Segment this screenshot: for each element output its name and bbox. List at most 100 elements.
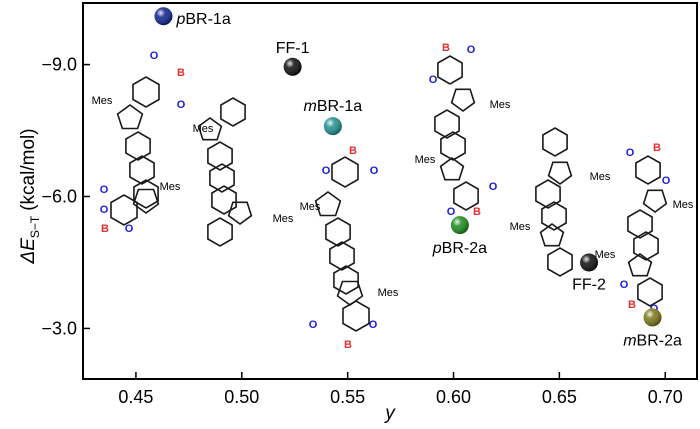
x-tick-label: 0.60	[436, 387, 471, 407]
x-tick-label: 0.45	[118, 387, 153, 407]
ring-hexagon	[434, 109, 460, 139]
data-point-highlight	[580, 253, 599, 272]
ring-hexagon	[635, 155, 661, 185]
ring-hexagon	[220, 97, 246, 127]
molecule-atom-label: B	[177, 67, 185, 79]
ring-hexagon	[329, 241, 355, 271]
molecule-atom-label: O	[125, 223, 134, 235]
molecule-atom-label: Mes	[595, 249, 616, 261]
data-point-label-prefix: p	[175, 11, 185, 28]
molecule-atom-label: Mes	[415, 154, 436, 166]
ring-pentagon	[450, 88, 476, 112]
ring-hexagon	[453, 181, 479, 211]
ring-pentagon	[539, 223, 565, 247]
data-point-highlight	[283, 57, 302, 76]
ring-hexagon	[110, 194, 138, 226]
molecule-structures	[110, 55, 668, 332]
data-point-label-name: BR-1a	[185, 11, 230, 28]
y-tick-label: −6.0	[41, 186, 77, 206]
molecule-atom-label: Mes	[160, 181, 181, 193]
y-axis-title: ΔES−T(kcal/mol)	[18, 128, 42, 264]
molecule-atom-label: O	[322, 165, 331, 177]
molecule-atom-label: O	[370, 165, 379, 177]
ring-hexagon	[325, 217, 351, 247]
molecule-atom-label: Mes	[300, 201, 321, 213]
data-point-highlight	[450, 216, 469, 235]
molecule-atom-label: Mes	[510, 221, 531, 233]
ring-hexagon	[331, 156, 359, 188]
ring-hexagon	[207, 141, 233, 171]
molecule-atom-label: B	[473, 206, 481, 218]
y-axis-title-subscript: S−T	[28, 215, 42, 238]
molecule-atom-label: Mes	[490, 99, 511, 111]
data-point-label-name: FF-2	[572, 276, 606, 293]
molecule-atom-label: Mes	[273, 213, 294, 225]
ring-hexagon	[209, 163, 235, 193]
molecule-atom-label: B	[442, 42, 450, 54]
ring-hexagon	[132, 76, 160, 108]
y-axis-ticks: −9.0 −6.0 −3.0	[41, 55, 90, 338]
data-point-label-prefix: p	[432, 240, 442, 257]
molecule-atom-label: Mes	[193, 123, 214, 135]
x-tick-label: 0.55	[330, 387, 365, 407]
molecule-atom-label: O	[467, 44, 476, 56]
ring-hexagon	[637, 277, 663, 307]
ring-hexagon	[125, 131, 151, 161]
molecule-atom-label: O	[309, 319, 318, 331]
molecule-atom-label: O	[177, 99, 186, 111]
molecule-atom-label: Mes	[590, 171, 611, 183]
data-point-label: mBR-2a	[623, 332, 682, 349]
molecule-atom-label: Mes	[92, 95, 113, 107]
x-axis-title: y	[383, 403, 396, 424]
data-point-label-name: BR-1a	[317, 98, 362, 115]
ring-pentagon	[197, 117, 223, 141]
data-point-label: FF-1	[276, 40, 310, 57]
molecule-atom-label: O	[662, 175, 671, 187]
molecule-atom-label: B	[628, 299, 636, 311]
ring-hexagon	[541, 201, 567, 231]
data-point-label-name: BR-2a	[637, 332, 682, 349]
ring-pentagon	[627, 253, 653, 277]
data-point-label: pBR-2a	[432, 240, 487, 257]
plot-frame	[82, 2, 698, 380]
data-point-label-prefix: m	[303, 98, 316, 115]
ring-pentagon	[116, 104, 144, 130]
ring-hexagon	[211, 185, 237, 215]
data-point-label-name: FF-1	[276, 40, 310, 57]
ring-pentagon	[336, 280, 364, 306]
ring-hexagon	[437, 55, 463, 85]
ring-hexagon	[342, 300, 370, 332]
ring-pentagon	[314, 191, 342, 217]
molecule-atom-label: B	[349, 145, 357, 157]
y-axis-title-unit: (kcal/mol)	[18, 128, 39, 210]
ring-pentagon	[547, 161, 573, 185]
y-tick-label: −3.0	[41, 318, 77, 338]
molecule-atom-label: B	[101, 223, 109, 235]
ring-hexagon	[207, 217, 233, 247]
ring-hexagon	[440, 131, 466, 161]
ring-hexagon	[333, 265, 359, 295]
y-tick-label: −9.0	[41, 55, 77, 75]
data-point-label: mBR-1a	[303, 98, 362, 115]
molecule-atom-label: O	[100, 204, 109, 216]
data-point-label: pBR-1a	[175, 11, 230, 28]
molecule-atom-label: O	[150, 50, 159, 62]
ring-hexagon	[133, 179, 159, 209]
ring-pentagon	[642, 189, 668, 213]
molecule-atom-label: O	[100, 184, 109, 196]
molecule-atom-label: O	[369, 319, 378, 331]
molecule-atom-label: O	[429, 74, 438, 86]
ring-hexagon	[627, 209, 653, 239]
ring-hexagon	[542, 127, 568, 157]
ring-pentagon	[227, 201, 253, 225]
molecule-atom-label: O	[489, 181, 498, 193]
x-tick-label: 0.50	[224, 387, 259, 407]
molecule-atom-label: O	[620, 279, 629, 291]
molecule-atom-label: B	[344, 339, 352, 351]
molecule-atom-label: O	[447, 206, 456, 218]
x-tick-label: 0.70	[648, 387, 683, 407]
